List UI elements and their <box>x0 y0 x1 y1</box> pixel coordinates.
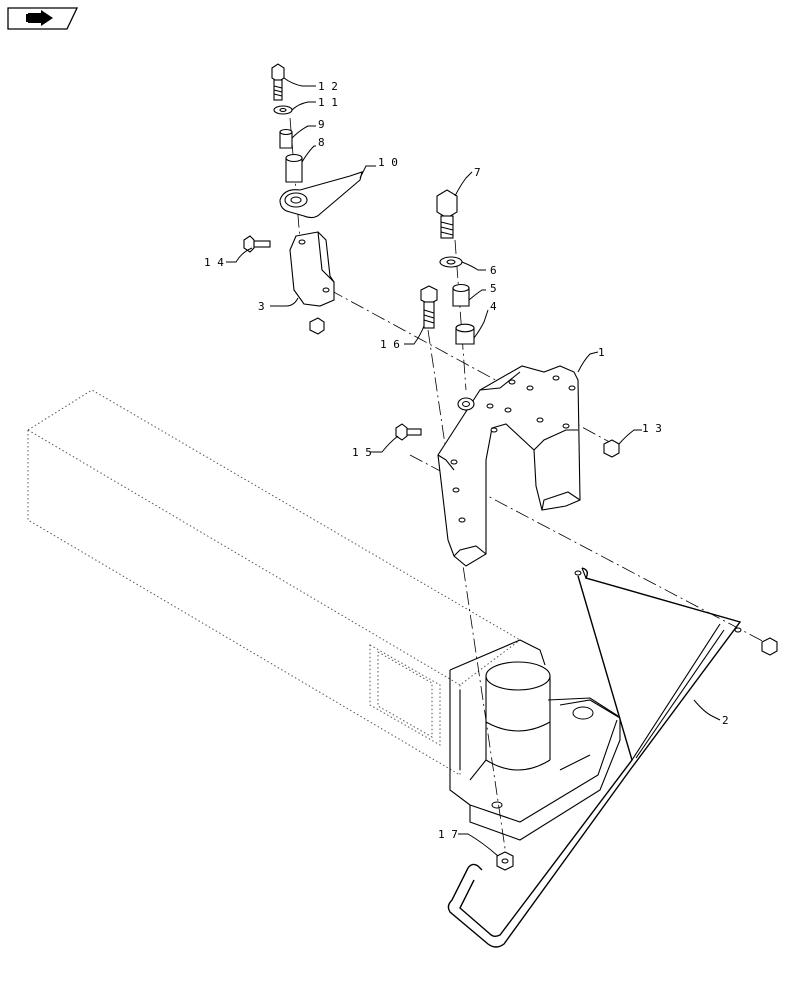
sleeve-9 <box>279 128 293 149</box>
washer-6 <box>439 256 463 268</box>
callout-5: 5 <box>490 282 497 295</box>
nut-13 <box>603 439 620 458</box>
callout-16: 1 6 <box>380 338 400 351</box>
callout-4: 4 <box>490 300 497 313</box>
nut-17 <box>496 851 514 871</box>
bracket-3 <box>289 231 335 307</box>
lever-10 <box>279 171 363 219</box>
bushing-8 <box>285 153 303 183</box>
leader-lines <box>226 77 721 857</box>
callout-9: 9 <box>318 118 325 131</box>
center-lines <box>289 117 771 856</box>
callout-11: 1 1 <box>318 96 338 109</box>
callout-6: 6 <box>490 264 497 277</box>
callout-10: 1 0 <box>378 156 398 169</box>
callout-17: 1 7 <box>438 828 458 841</box>
callout-13: 1 3 <box>642 422 662 435</box>
bushing-4 <box>455 323 475 345</box>
hitch-casting <box>449 639 621 841</box>
callout-3: 3 <box>258 300 265 313</box>
arrow-right-icon[interactable] <box>7 7 79 30</box>
callout-8: 8 <box>318 136 325 149</box>
washer-11 <box>273 105 293 115</box>
bolt-16 <box>420 285 438 329</box>
callout-7: 7 <box>474 166 481 179</box>
nut-rod <box>761 637 778 656</box>
bracket-1 <box>437 365 581 567</box>
callout-14: 1 4 <box>204 256 224 269</box>
callout-1: 1 <box>598 346 605 359</box>
bolt-7 <box>436 189 458 239</box>
rod-2 <box>447 567 742 948</box>
nut-3 <box>309 317 325 335</box>
callout-labels: 1 2 1 1 9 8 1 0 3 1 4 7 6 5 4 1 6 1 1 3 … <box>204 80 729 841</box>
callout-12: 1 2 <box>318 80 338 93</box>
callout-2: 2 <box>722 714 729 727</box>
bolt-15 <box>395 423 422 441</box>
bolt-12 <box>271 63 285 101</box>
bushing-5 <box>452 283 470 307</box>
callout-15: 1 5 <box>352 446 372 459</box>
